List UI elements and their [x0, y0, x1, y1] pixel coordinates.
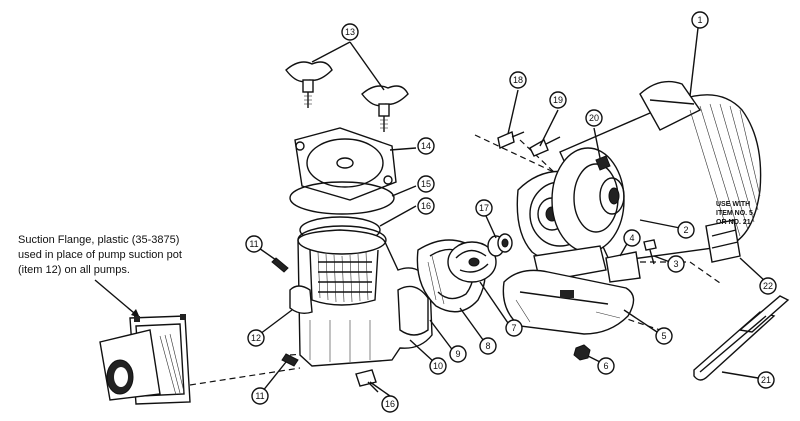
callout-16: 16: [417, 197, 435, 215]
impeller: [447, 241, 497, 283]
svg-text:5: 5: [661, 331, 666, 341]
caption-line-1: Suction Flange, plastic (35-3875): [18, 234, 179, 246]
svg-text:11: 11: [249, 239, 258, 249]
screw-lower: [281, 353, 299, 367]
svg-text:9: 9: [455, 349, 460, 359]
lid-knob-left: [285, 61, 333, 108]
callout-6: 6: [597, 357, 615, 375]
lid-knob-right: [361, 85, 409, 132]
caption-line-2: used in place of pump suction pot: [18, 249, 182, 261]
screw-upper: [271, 257, 289, 273]
strainer-lid: [294, 127, 397, 201]
callout-11-upper: 11: [245, 235, 263, 253]
svg-text:19: 19: [553, 95, 563, 105]
caption-line-3: (item 12) on all pumps.: [18, 264, 130, 276]
suction-flange-caption: Suction Flange, plastic (35-3875) used i…: [18, 234, 182, 276]
svg-text:14: 14: [421, 141, 431, 151]
lid-o-ring: [289, 181, 395, 215]
callout-16-lower: 16: [381, 395, 399, 413]
svg-text:12: 12: [251, 333, 261, 343]
callout-9: 9: [449, 345, 467, 363]
callout-17: 17: [475, 199, 493, 217]
support-bracket: [693, 295, 790, 381]
callout-18: 18: [509, 71, 527, 89]
svg-text:22: 22: [763, 281, 773, 291]
bolt-18: [497, 131, 525, 149]
alignment-line-flange: [189, 367, 301, 386]
svg-text:8: 8: [485, 341, 490, 351]
svg-text:3: 3: [673, 259, 678, 269]
svg-text:18: 18: [513, 75, 523, 85]
callout-1: 1: [691, 11, 709, 29]
shaft-seal: [487, 233, 513, 257]
suction-flange: [99, 314, 191, 405]
bolt-3: [643, 239, 657, 265]
svg-text:7: 7: [511, 323, 516, 333]
svg-text:2: 2: [683, 225, 688, 235]
callout-10: 10: [429, 357, 447, 375]
svg-text:16: 16: [421, 201, 431, 211]
svg-text:17: 17: [479, 203, 489, 213]
callout-11-lower: 11: [251, 387, 269, 405]
alignment-line-bracket: [610, 261, 721, 284]
bolt-19: [529, 136, 561, 157]
callout-12: 12: [247, 329, 265, 347]
clip-note: USE WITH ITEM NO. 5, OR NO. 21: [716, 201, 755, 226]
callout-4: 4: [623, 229, 641, 247]
callout-19: 19: [549, 91, 567, 109]
nut-6: [573, 344, 591, 361]
leader-lines: [255, 27, 767, 397]
caption-leader-arrow: [94, 279, 141, 319]
callout-8: 8: [479, 337, 497, 355]
callout-2: 2: [677, 221, 695, 239]
svg-text:1: 1: [697, 15, 702, 25]
callout-21: 21: [757, 371, 775, 389]
callout-14: 14: [417, 137, 435, 155]
svg-text:21: 21: [761, 375, 771, 385]
svg-text:11: 11: [255, 391, 264, 401]
svg-text:4: 4: [629, 233, 634, 243]
svg-text:6: 6: [603, 361, 608, 371]
callout-13: 13: [341, 23, 359, 41]
note-line-2: ITEM NO. 5,: [716, 210, 755, 217]
svg-text:20: 20: [589, 113, 599, 123]
callout-5: 5: [655, 327, 673, 345]
pump-housing: [289, 225, 433, 367]
alignment-line-shaft: [474, 134, 561, 176]
pump-base: [502, 269, 635, 335]
svg-text:13: 13: [345, 27, 355, 37]
svg-text:10: 10: [433, 361, 443, 371]
note-line-1: USE WITH: [716, 201, 750, 208]
svg-text:16: 16: [385, 399, 395, 409]
callout-3: 3: [667, 255, 685, 273]
motor: [551, 80, 762, 263]
callout-20: 20: [585, 109, 603, 127]
mounting-clip: [705, 219, 741, 263]
drain-plug: [355, 369, 379, 393]
note-line-3: OR NO. 21: [716, 219, 751, 226]
svg-text:15: 15: [421, 179, 431, 189]
callout-15: 15: [417, 175, 435, 193]
callout-22: 22: [759, 277, 777, 295]
callout-7: 7: [505, 319, 523, 337]
